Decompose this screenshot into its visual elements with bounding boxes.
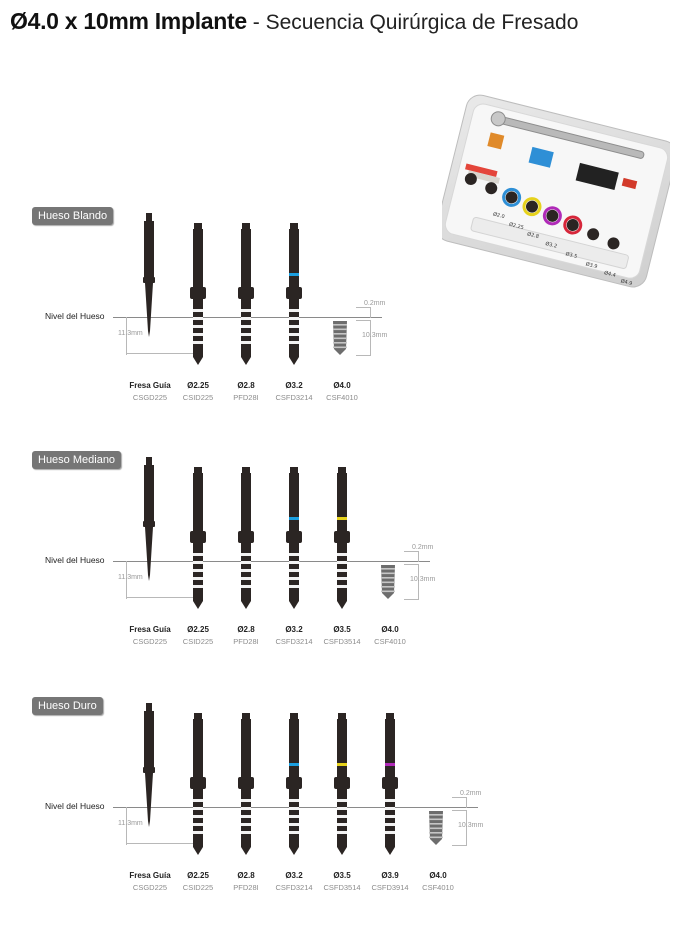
- column-code: CSGD225: [132, 883, 168, 892]
- drill-2-25: [190, 223, 206, 365]
- title-sequence: Secuencia Quirúrgica de Fresado: [265, 11, 579, 34]
- implant-length-label: 10.3mm: [410, 576, 436, 583]
- depth-label-left: 11.3mm: [118, 330, 143, 337]
- kit-size-label: Ø2.0: [492, 211, 505, 221]
- column-code: CSFD3214: [275, 393, 313, 402]
- depth-label-left: 11.3mm: [118, 820, 143, 827]
- guide-drill: [143, 703, 155, 827]
- column-code: CSF4010: [374, 637, 406, 646]
- bone-level-line: [113, 561, 430, 562]
- page-title: Ø4.0 x 10mm Implante - Secuencia Quirúrg…: [10, 8, 578, 35]
- offset-label: 0.2mm: [412, 544, 434, 551]
- kit-size-label: Ø4.9: [620, 277, 633, 287]
- kit-size-label: Ø2.25: [508, 221, 524, 231]
- depth-bracket-bottom: [126, 597, 198, 598]
- drill-3-5: [334, 713, 350, 855]
- implant-length-label: 10.3mm: [458, 822, 484, 829]
- implant: [381, 565, 395, 599]
- bone-type-tag: Hueso Blando: [32, 207, 114, 225]
- drill-3-2: [286, 713, 302, 855]
- column-code: CSGD225: [132, 637, 168, 646]
- column-code: CSF4010: [326, 393, 358, 402]
- drill-2-25: [190, 467, 206, 609]
- implant-length-bracket: [356, 320, 371, 356]
- drill-3-5: [334, 467, 350, 609]
- depth-bracket-bottom: [126, 843, 198, 844]
- column-name: Ø3.2: [285, 381, 303, 390]
- guide-drill: [143, 213, 155, 337]
- column-code: CSFD3214: [275, 637, 313, 646]
- implant-length-bracket: [404, 564, 419, 600]
- column-name: Ø2.8: [237, 381, 255, 390]
- offset-bracket: [452, 797, 467, 808]
- drill-2-8: [238, 223, 254, 365]
- column-name: Ø2.25: [187, 625, 209, 634]
- depth-label-left: 11.3mm: [118, 574, 143, 581]
- drill-2-8: [238, 467, 254, 609]
- column-code: CSFD3214: [275, 883, 313, 892]
- column-code: CSID225: [182, 883, 214, 892]
- bone-level-label: Nivel del Hueso: [45, 311, 105, 321]
- kit-size-label: Ø3.5: [565, 250, 578, 260]
- column-name: Ø3.2: [285, 625, 303, 634]
- column-name: Ø4.0: [333, 381, 351, 390]
- title-separator: -: [246, 11, 266, 34]
- column-name: Fresa Guía: [129, 381, 171, 390]
- column-name: Ø3.9: [381, 871, 399, 880]
- offset-label: 0.2mm: [364, 300, 386, 307]
- column-code: PFD28I: [233, 883, 259, 892]
- column-name: Ø2.25: [187, 381, 209, 390]
- bone-level-label: Nivel del Hueso: [45, 801, 105, 811]
- title-implant-size: Ø4.0 x 10mm Implante: [10, 8, 247, 34]
- column-name: Ø3.5: [333, 871, 351, 880]
- implant: [333, 321, 347, 355]
- column-code: PFD28I: [233, 637, 259, 646]
- offset-label: 0.2mm: [460, 790, 482, 797]
- bone-type-tag: Hueso Duro: [32, 697, 103, 715]
- offset-bracket: [356, 307, 371, 318]
- implant-length-bracket: [452, 810, 467, 846]
- column-name: Ø3.5: [333, 625, 351, 634]
- column-code: CSFD3514: [323, 883, 361, 892]
- guide-drill: [143, 457, 155, 581]
- kit-size-label: Ø2.8: [526, 230, 539, 240]
- kit-size-label: Ø3.9: [585, 260, 598, 270]
- offset-bracket: [404, 551, 419, 562]
- depth-bracket-left: [126, 317, 127, 355]
- column-name: Ø3.2: [285, 871, 303, 880]
- kit-size-label: Ø3.2: [545, 240, 558, 250]
- column-code: CSFD3514: [323, 637, 361, 646]
- drill-2-8: [238, 713, 254, 855]
- column-name: Ø4.0: [381, 625, 399, 634]
- column-code: CSGD225: [132, 393, 168, 402]
- column-name: Ø2.8: [237, 871, 255, 880]
- column-code: PFD28I: [233, 393, 259, 402]
- bone-level-label: Nivel del Hueso: [45, 555, 105, 565]
- column-name: Fresa Guía: [129, 625, 171, 634]
- column-name: Fresa Guía: [129, 871, 171, 880]
- drill-2-25: [190, 713, 206, 855]
- column-code: CSFD3914: [371, 883, 409, 892]
- depth-bracket-bottom: [126, 353, 198, 354]
- implant-length-label: 10.3mm: [362, 332, 388, 339]
- column-name: Ø2.8: [237, 625, 255, 634]
- depth-bracket-left: [126, 807, 127, 845]
- column-name: Ø2.25: [187, 871, 209, 880]
- depth-bracket-left: [126, 561, 127, 599]
- column-code: CSID225: [182, 637, 214, 646]
- column-name: Ø4.0: [429, 871, 447, 880]
- column-code: CSF4010: [422, 883, 454, 892]
- column-code: CSID225: [182, 393, 214, 402]
- drill-3-2: [286, 223, 302, 365]
- implant: [429, 811, 443, 845]
- drill-3-2: [286, 467, 302, 609]
- bone-type-tag: Hueso Mediano: [32, 451, 122, 469]
- drill-3-9: [382, 713, 398, 855]
- kit-size-label: Ø4.4: [603, 269, 616, 279]
